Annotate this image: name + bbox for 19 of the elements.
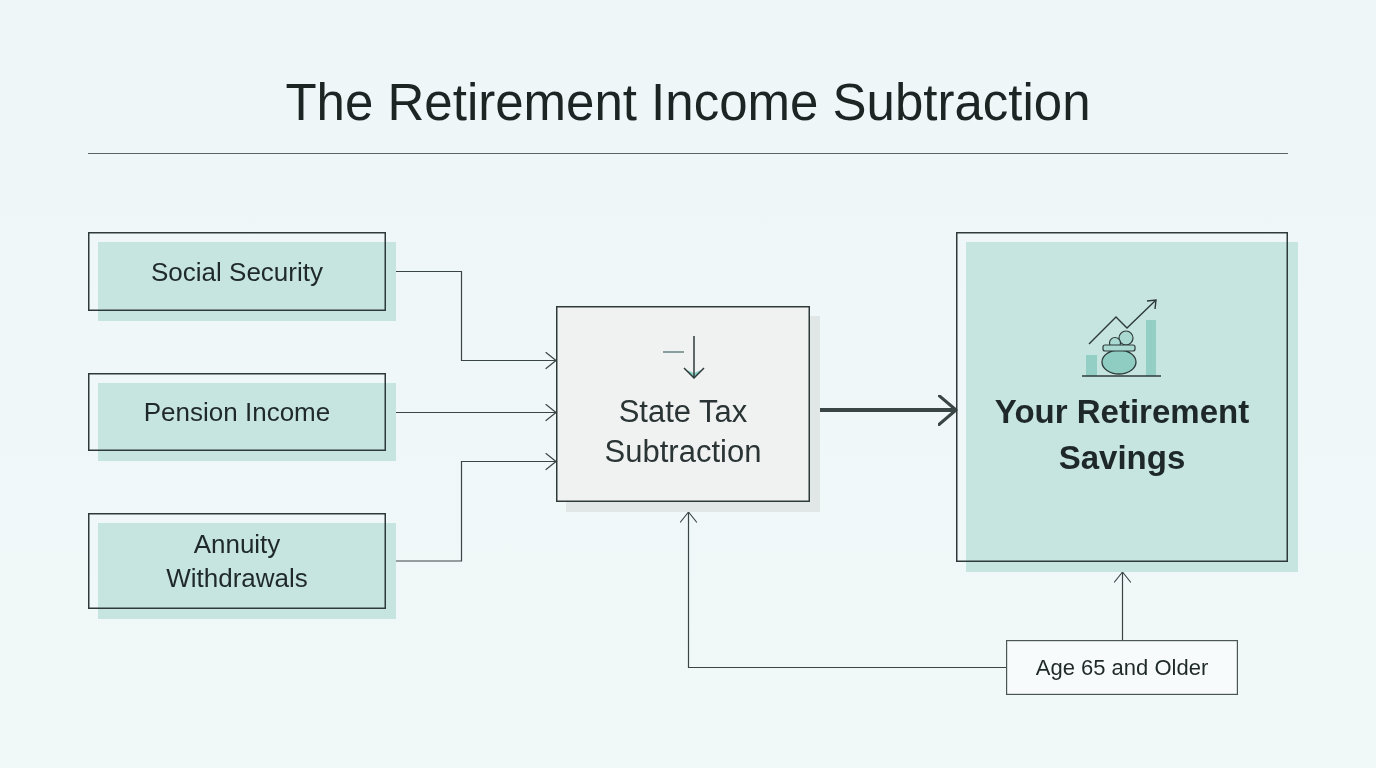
arrow [395, 270, 557, 370]
box-label: Pension Income [143, 396, 331, 429]
process-box [556, 306, 820, 512]
box-label: Annuity Withdrawals [165, 528, 309, 595]
box-label: Age 65 and Older [1035, 653, 1209, 682]
box-label: Your Retirement Savings [993, 392, 1251, 478]
income-source-box [88, 373, 396, 461]
income-source-box [88, 513, 396, 619]
income-source-box [88, 232, 396, 321]
arrow [1113, 571, 1132, 641]
arrow [395, 452, 557, 562]
box-label: Social Security [151, 255, 323, 289]
box-label: State Tax Subtraction [603, 393, 763, 471]
arrow [679, 511, 1007, 669]
title: The Retirement Income Subtraction [284, 73, 1092, 133]
arrow [820, 394, 958, 426]
arrow [395, 403, 557, 422]
condition-box [1006, 640, 1238, 695]
result-box [956, 232, 1298, 572]
